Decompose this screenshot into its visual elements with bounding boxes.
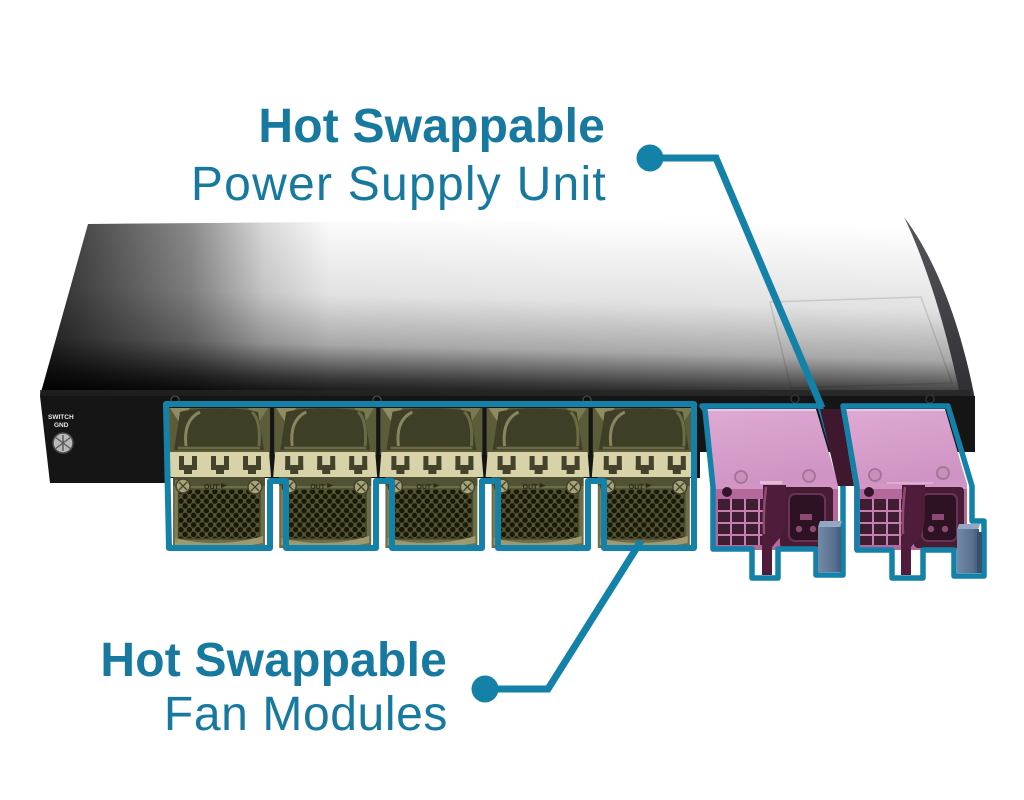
svg-text:SWITCH: SWITCH	[48, 414, 74, 421]
svg-text:GND: GND	[54, 422, 69, 429]
